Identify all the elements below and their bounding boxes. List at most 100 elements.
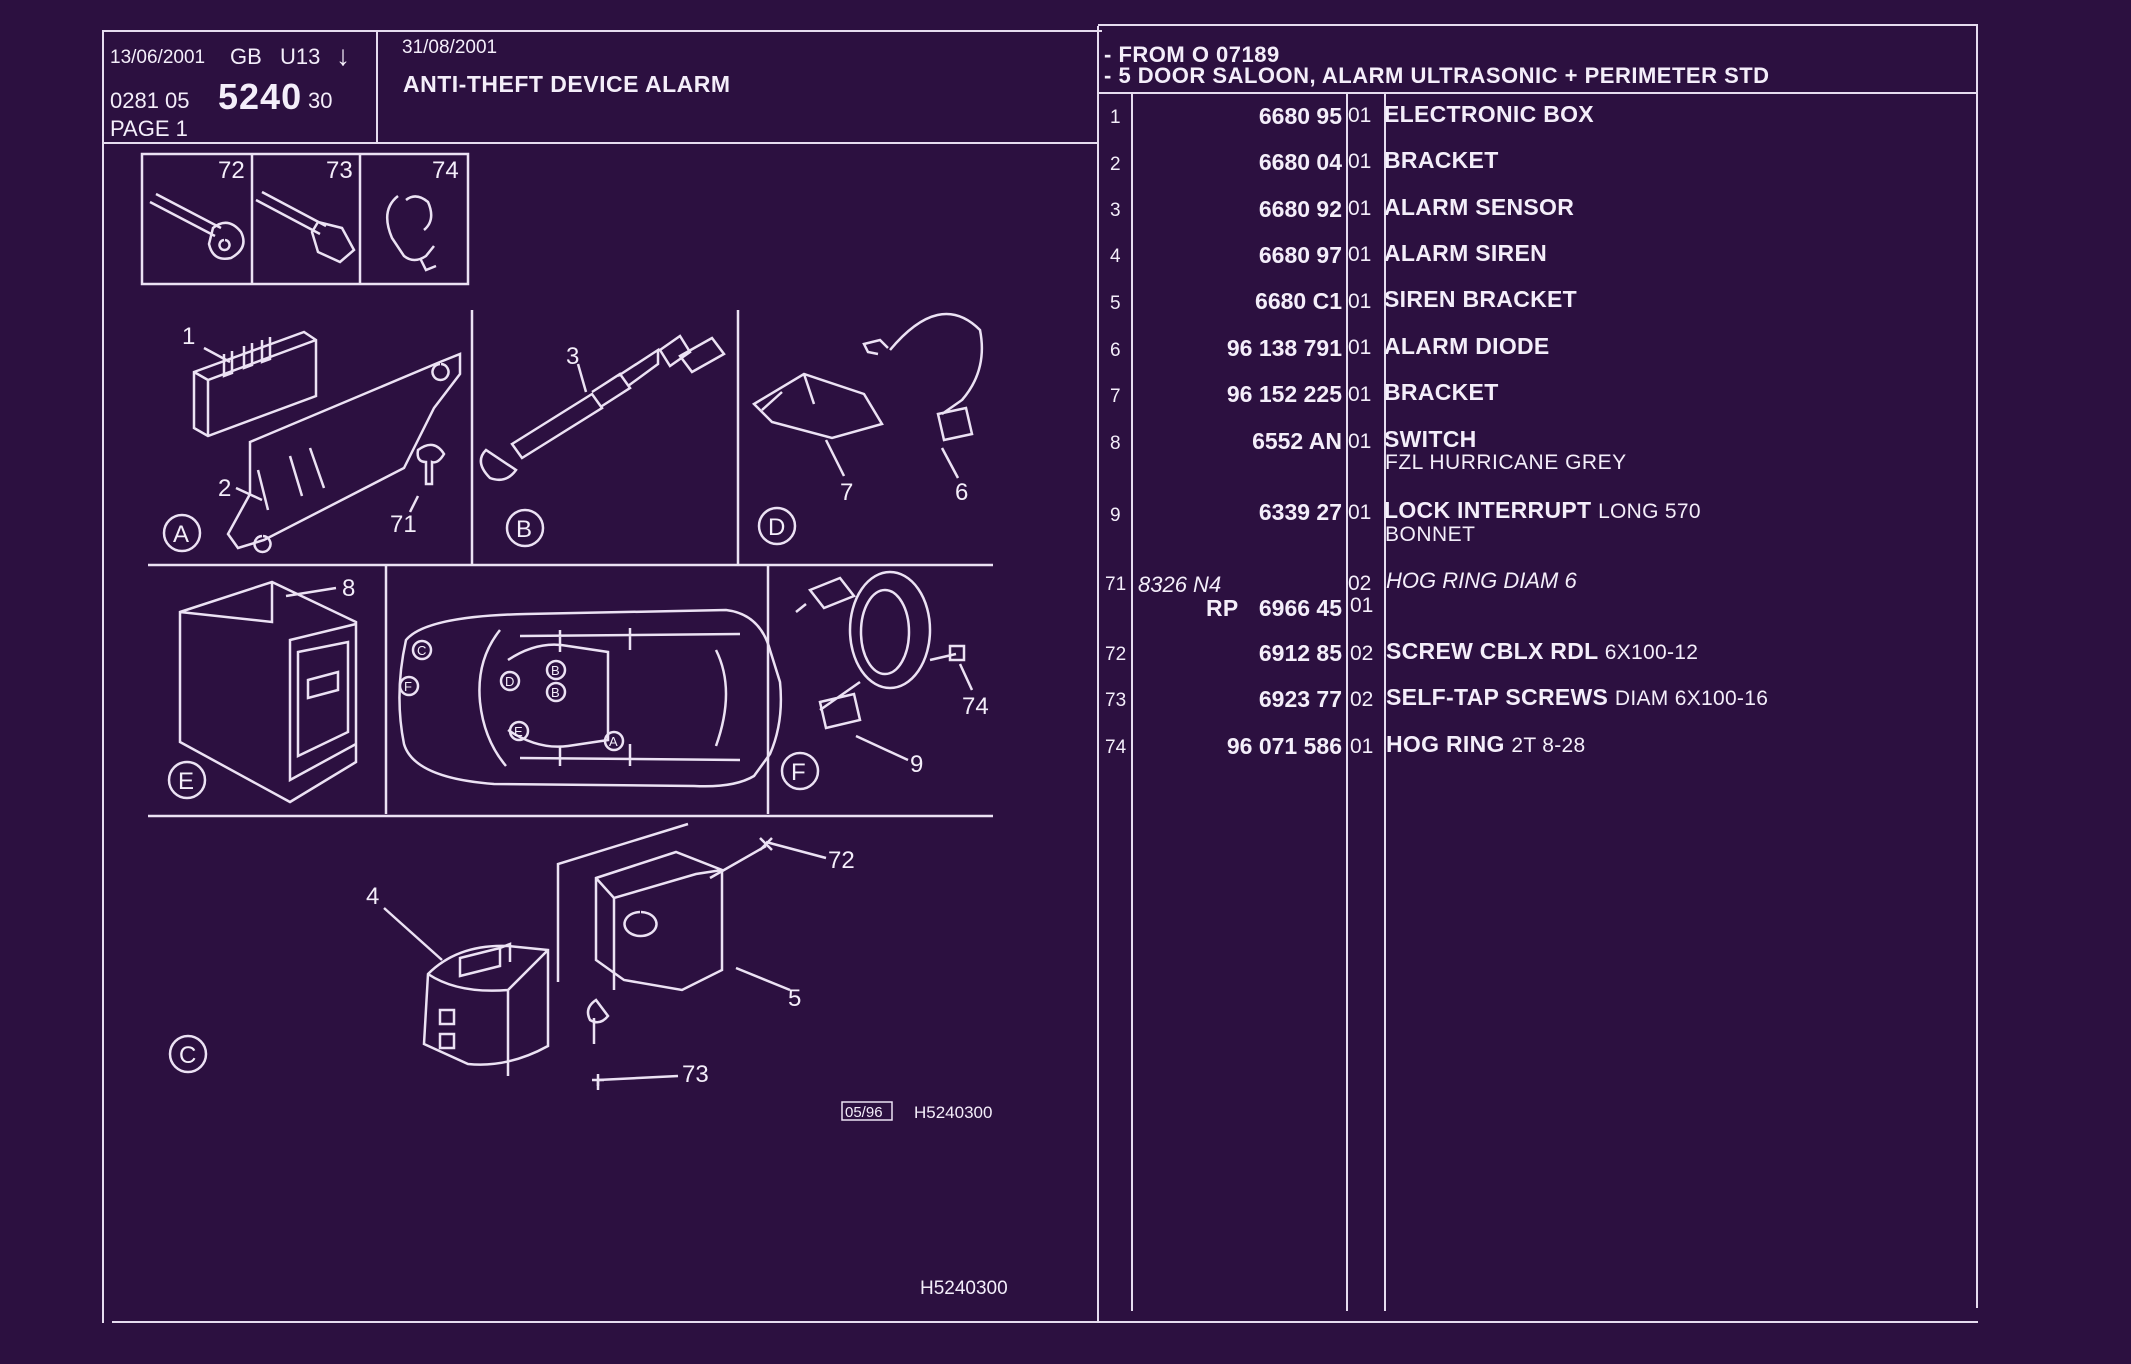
row-9-number: 9 <box>1110 505 1121 526</box>
row-72-number: 72 <box>1105 644 1127 665</box>
row-4-description: ALARM SIREN <box>1384 240 1548 266</box>
panel-a-electronic-box: 1 2 71 A <box>162 323 462 554</box>
zone-e-label: E <box>178 768 194 795</box>
row-9-description-main: LOCK INTERRUPT <box>1384 497 1592 523</box>
row-8-number: 8 <box>1110 433 1121 454</box>
row-73-number: 73 <box>1105 690 1127 711</box>
row-71-old-quantity: 02 <box>1348 572 1372 595</box>
row-6-reference: 96 138 791 <box>1226 335 1342 361</box>
fastener-panel: 72 73 74 <box>140 152 470 286</box>
row-71-number: 71 <box>1105 574 1127 595</box>
header-divider-1 <box>376 30 378 142</box>
callout-74: 74 <box>432 157 459 184</box>
zone-f-label: F <box>791 759 806 786</box>
row-3-quantity: 01 <box>1348 197 1372 220</box>
callout-1: 1 <box>182 323 195 350</box>
row-74-description-main: HOG RING <box>1386 731 1505 757</box>
row-72-description-main: SCREW CBLX RDL <box>1386 638 1599 664</box>
panel-d-diode-bracket: 7 6 D <box>751 312 984 546</box>
hog-ring-74-drawing <box>385 195 437 272</box>
row-9-description-extra: LONG 570 <box>1598 500 1701 523</box>
row-74-number: 74 <box>1105 737 1127 758</box>
zone-f-marker <box>780 751 820 791</box>
row-3-reference: 6680 92 <box>1258 196 1342 222</box>
row-73-reference: 6923 77 <box>1258 686 1342 712</box>
lang-code: GB <box>230 44 262 69</box>
row-6-number: 6 <box>1110 340 1121 361</box>
row-72-description-extra: 6X100-12 <box>1604 641 1699 664</box>
callout-71: 71 <box>390 511 417 538</box>
panel-b-alarm-sensor: 3 B <box>479 334 726 548</box>
row-1-quantity: 01 <box>1348 104 1372 127</box>
zone-a-label: A <box>173 521 189 548</box>
row-72-quantity: 02 <box>1350 642 1374 665</box>
row-8-quantity: 01 <box>1348 430 1372 453</box>
frame-top-right <box>1098 24 1978 26</box>
car-marker-d <box>499 670 521 692</box>
row-74-reference: 96 071 586 <box>1226 733 1342 759</box>
row-74-description: HOG RING 2T 8-28 <box>1386 731 1585 758</box>
frame-top-left <box>102 30 1102 32</box>
panel-c-siren: 4 5 72 73 C <box>168 822 855 1090</box>
row-9-reference: 6339 27 <box>1258 499 1342 525</box>
page-title: ANTI-THEFT DEVICE ALARM <box>403 71 731 97</box>
callout-72: 72 <box>218 157 245 184</box>
callout-8: 8 <box>342 575 355 602</box>
car-marker-a <box>603 730 625 752</box>
header-bottom-left <box>102 142 1098 144</box>
zone-d-marker <box>757 506 797 546</box>
row-7-reference: 96 152 225 <box>1226 381 1342 407</box>
col-line-no <box>1131 93 1133 1311</box>
model-code: U13 <box>280 44 321 69</box>
row-3-description: ALARM SENSOR <box>1384 194 1575 220</box>
car-marker-e <box>508 720 530 742</box>
car-marker-a-label: A <box>609 734 618 749</box>
callout-72-c: 72 <box>828 847 855 874</box>
row-9-subtext: BONNET <box>1385 523 1476 546</box>
car-marker-c-label: C <box>417 643 426 658</box>
car-marker-f <box>398 675 420 697</box>
car-marker-b1-label: B <box>551 663 560 678</box>
zone-e-marker <box>167 760 207 800</box>
ref-suffix: 30 <box>308 88 333 113</box>
exploded-view-illustration: 72 73 74 1 2 71 A <box>140 152 1008 1299</box>
row-71-replacement-reference: 6966 45 <box>1258 595 1342 621</box>
callout-73-c: 73 <box>682 1061 709 1088</box>
car-marker-b2 <box>545 681 567 703</box>
row-1-description: ELECTRONIC BOX <box>1384 101 1594 127</box>
date-box <box>841 1101 893 1121</box>
row-73-description: SELF-TAP SCREWS DIAM 6X100-16 <box>1386 684 1768 711</box>
car-marker-b2-label: B <box>551 685 560 700</box>
row-8-subtext: FZL HURRICANE GREY <box>1385 451 1627 474</box>
footer-reference: H5240300 <box>920 1278 1008 1299</box>
row-7-quantity: 01 <box>1348 383 1372 406</box>
row-9-quantity: 01 <box>1348 501 1372 524</box>
row-71-replacement-quantity: 01 <box>1350 594 1374 617</box>
row-73-description-main: SELF-TAP SCREWS <box>1386 684 1609 710</box>
screw-72-drawing <box>149 192 245 260</box>
drawing-reference: H5240300 <box>914 1103 992 1122</box>
frame-right <box>1976 24 1978 1308</box>
vehicle-plan-view: C F D B B E A <box>398 608 783 788</box>
row-5-description: SIREN BRACKET <box>1384 286 1578 312</box>
applicability-line-2: - 5 DOOR SALOON, ALARM ULTRASONIC + PERI… <box>1104 63 1770 88</box>
row-5-number: 5 <box>1110 293 1121 314</box>
panel-e-switch: 8 E <box>167 575 358 804</box>
zone-c-label: C <box>179 1042 196 1069</box>
row-4-reference: 6680 97 <box>1258 242 1342 268</box>
car-marker-d-label: D <box>505 674 514 689</box>
callout-74-f: 74 <box>962 693 989 720</box>
row-71-old-description: HOG RING DIAM 6 <box>1386 568 1577 593</box>
print-date: 13/06/2001 <box>110 47 206 68</box>
row-71-old-reference: 8326 N4 <box>1138 572 1222 597</box>
arrow-down-icon: ↓ <box>336 40 350 71</box>
row-5-reference: 6680 C1 <box>1255 288 1342 314</box>
applicability-line-1: - FROM O 07189 <box>1104 42 1280 67</box>
screw-73-drawing <box>255 190 356 264</box>
zone-b-marker <box>505 508 545 548</box>
callout-5: 5 <box>788 985 801 1012</box>
row-74-quantity: 01 <box>1350 735 1374 758</box>
row-4-quantity: 01 <box>1348 243 1372 266</box>
row-2-quantity: 01 <box>1348 150 1372 173</box>
